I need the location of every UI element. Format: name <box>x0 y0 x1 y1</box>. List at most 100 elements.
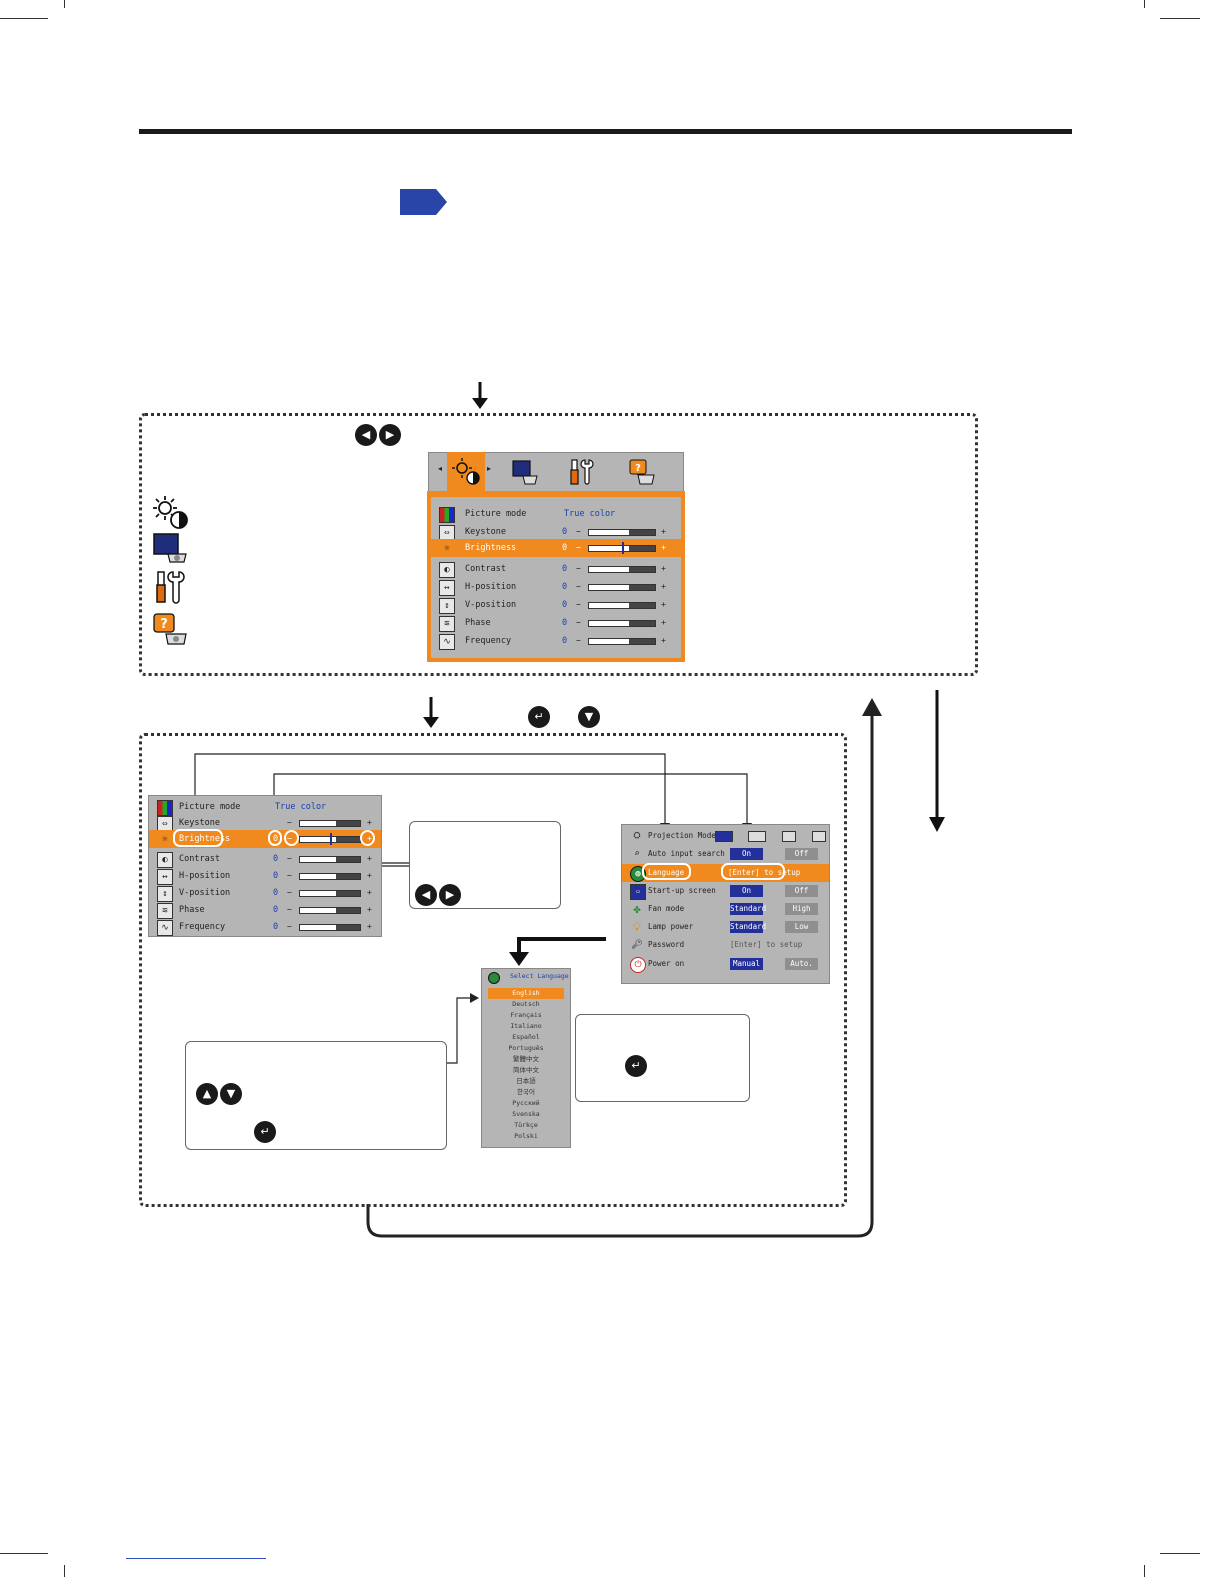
adjust-row-keystone[interactable]: ⇔ Keystone − + <box>149 814 381 832</box>
question-monitor-icon: ? <box>153 613 187 645</box>
menu-row-frequency[interactable]: ∿ Frequency 0 − + <box>431 632 681 650</box>
language-menu: Select Language English Deutsch Français… <box>481 968 571 1148</box>
crop-mark-tl-v <box>64 0 65 8</box>
monitor-icon <box>153 533 187 563</box>
input-search-icon: ⌕ <box>634 849 640 859</box>
proj-ceiling-icon[interactable] <box>782 831 796 842</box>
language-action-ring <box>721 863 785 880</box>
arrow-down-right <box>929 690 945 832</box>
svg-text:?: ? <box>160 617 168 632</box>
adjust-callout <box>409 821 561 909</box>
adjust-h-position-slider[interactable] <box>299 873 361 880</box>
tab-picture[interactable] <box>447 452 485 494</box>
setup-row-auto-input-search[interactable]: ⌕ Auto input search On Off <box>622 845 829 863</box>
menu-row-h-position[interactable]: ↔ H-position 0 − + <box>431 578 681 596</box>
proj-rear-icon[interactable] <box>748 831 766 842</box>
adjust-row-h-position[interactable]: ↔ H-position 0 − + <box>149 867 381 885</box>
language-item[interactable]: English <box>488 988 564 999</box>
brightness-slider[interactable] <box>588 542 656 554</box>
sub-menu-frame <box>139 733 847 1207</box>
startup-icon: ▭ <box>630 884 646 900</box>
h-position-icon: ↔ <box>439 580 455 596</box>
language-item[interactable]: Svenska <box>512 1110 540 1118</box>
tab-setup-icon[interactable] <box>570 458 594 486</box>
proj-ceiling-rear-icon[interactable] <box>812 831 826 842</box>
main-menu-frame <box>139 413 978 676</box>
callout-right-button-icon: ▶ <box>439 884 461 906</box>
left-button-icon: ◀ <box>355 424 377 446</box>
language-item[interactable]: 简体中文 <box>513 1066 539 1074</box>
callout-enter-button-icon: ↵ <box>254 1121 276 1143</box>
keystone-icon: ⇔ <box>439 525 455 541</box>
tab-info-icon[interactable]: ? <box>628 458 656 486</box>
v-position-slider[interactable] <box>588 602 656 609</box>
frequency-slider[interactable] <box>588 638 656 645</box>
adjust-row-v-position[interactable]: ↕ V-position 0 − + <box>149 884 381 902</box>
menu-row-contrast[interactable]: ◐ Contrast 0 − + <box>431 560 681 578</box>
tab-screen-icon[interactable] <box>512 460 538 486</box>
header-rule <box>139 129 1072 134</box>
tools-icon <box>156 571 185 604</box>
adjust-keystone-slider[interactable] <box>299 820 361 827</box>
language-item[interactable]: Pусский <box>512 1099 540 1107</box>
adjust-phase-slider[interactable] <box>299 907 361 914</box>
h-position-slider[interactable] <box>588 584 656 591</box>
language-menu-title: Select Language <box>510 972 569 980</box>
right-button-icon: ▶ <box>379 424 401 446</box>
language-item[interactable]: Español <box>512 1033 540 1041</box>
adjust-contrast-slider[interactable] <box>299 856 361 863</box>
setup-row-projection-mode[interactable]: ⛭ Projection Mode <box>622 827 829 845</box>
language-item[interactable]: 日本語 <box>516 1077 536 1085</box>
menu-row-phase[interactable]: ≋ Phase 0 − + <box>431 614 681 632</box>
language-label-ring <box>642 863 691 880</box>
proj-front-icon[interactable] <box>715 831 733 842</box>
adjust-row-frequency[interactable]: ∿ Frequency 0 − + <box>149 918 381 936</box>
keystone-slider[interactable] <box>588 529 656 536</box>
phase-slider[interactable] <box>588 620 656 627</box>
setup-row-startup-screen[interactable]: ▭ Start-up screen On Off <box>622 882 829 900</box>
password-icon: 🔑︎ <box>631 940 643 950</box>
setup-row-fan-mode[interactable]: ✤ Fan mode Standard High <box>622 900 829 918</box>
v-position-icon: ↕ <box>439 598 455 614</box>
language-item[interactable]: 한국어 <box>517 1088 535 1096</box>
lamp-icon: 💡︎ <box>632 920 642 934</box>
adjust-row-brightness[interactable]: ☼ Brightness 0 − + <box>149 830 381 848</box>
picture-menu: Picture mode True color ⇔ Keystone 0 − +… <box>431 497 681 658</box>
language-item[interactable]: 繁體中文 <box>513 1055 539 1063</box>
confirm-enter-button-icon: ↵ <box>625 1055 647 1077</box>
adjust-phase-icon: ≋ <box>157 903 173 919</box>
menu-row-picture-mode[interactable]: Picture mode True color <box>431 505 681 523</box>
adjust-row-picture-mode[interactable]: Picture mode True color <box>149 798 381 816</box>
menu-row-brightness[interactable]: ☼ Brightness 0 − + <box>431 539 681 557</box>
language-item[interactable]: Deutsch <box>512 1000 540 1008</box>
adjust-v-position-slider[interactable] <box>299 890 361 897</box>
contrast-slider[interactable] <box>588 566 656 573</box>
menu-row-v-position[interactable]: ↕ V-position 0 − + <box>431 596 681 614</box>
plus-ring <box>360 830 375 846</box>
footer-rule <box>126 1558 266 1559</box>
tab-left-arrow[interactable]: ◂ <box>438 464 443 473</box>
fan-icon: ✤ <box>633 902 641 916</box>
reference-badge <box>400 189 447 215</box>
language-item[interactable]: Polski <box>514 1132 538 1140</box>
adjust-row-phase[interactable]: ≋ Phase 0 − + <box>149 901 381 919</box>
adjust-frequency-slider[interactable] <box>299 924 361 931</box>
language-item[interactable]: Português <box>508 1044 544 1052</box>
setup-row-power-on[interactable]: ⏻ Power on Manual Auto. <box>622 955 829 973</box>
language-item[interactable]: Italiano <box>510 1022 542 1030</box>
setup-row-lamp-power[interactable]: 💡︎ Lamp power Standard Low <box>622 918 829 936</box>
projection-icon: ⛭ <box>633 831 641 841</box>
crop-mark-tr-v <box>1144 0 1145 8</box>
adjust-contrast-icon: ◐ <box>157 852 173 868</box>
language-item[interactable]: Français <box>510 1011 542 1019</box>
brightness-label-ring <box>173 829 223 847</box>
language-item[interactable]: Türkçe <box>514 1121 538 1129</box>
menu-row-keystone[interactable]: ⇔ Keystone 0 − + <box>431 523 681 541</box>
contrast-icon: ◐ <box>439 562 455 578</box>
tab-right-arrow[interactable]: ▸ <box>487 464 492 473</box>
setup-row-password[interactable]: 🔑︎ Password [Enter] to setup <box>631 940 803 950</box>
adjust-brightness-slider[interactable] <box>299 833 361 845</box>
sun-contrast-icon <box>153 496 188 529</box>
crop-mark-bl-v <box>64 1565 65 1577</box>
adjust-row-contrast[interactable]: ◐ Contrast 0 − + <box>149 850 381 868</box>
